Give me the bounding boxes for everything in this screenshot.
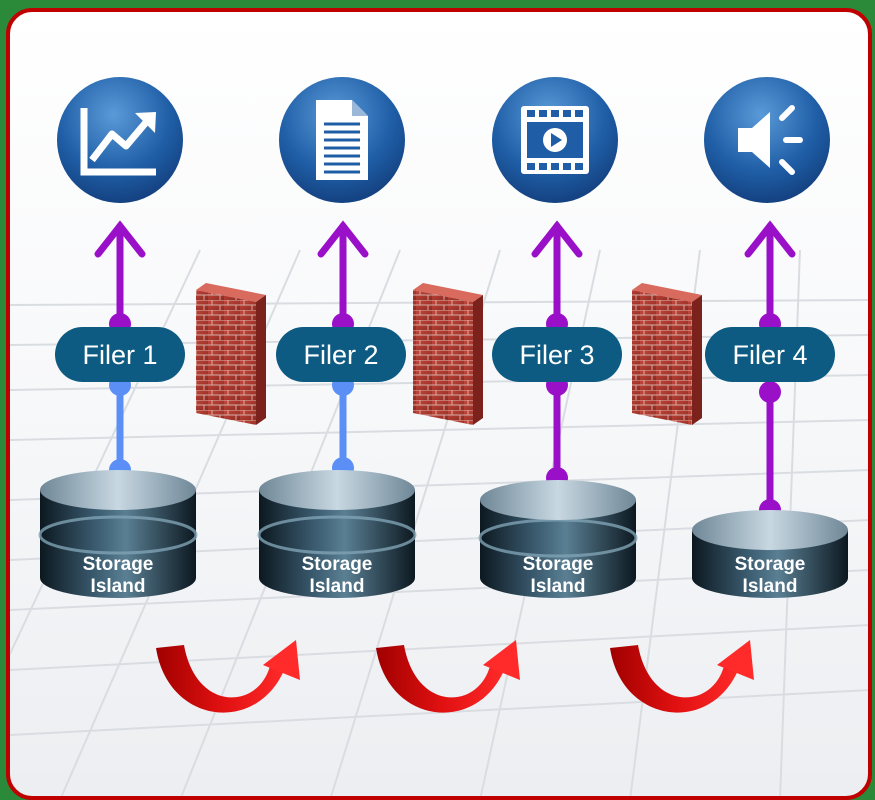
filer-1: Filer 1 <box>55 327 185 382</box>
storage-disk-3: Storage Island <box>478 480 638 598</box>
filer-label: Filer 3 <box>519 340 594 370</box>
storage-links <box>116 381 774 514</box>
storage-label-line2: Island <box>743 576 798 597</box>
firewall-2 <box>413 283 483 425</box>
curved-arrow-3 <box>610 640 754 713</box>
firewall-3 <box>632 283 702 425</box>
chart-trend-icon <box>57 77 183 203</box>
up-arrows <box>94 220 796 326</box>
filer-label: Filer 4 <box>732 340 807 370</box>
filer-3: Filer 3 <box>492 327 622 382</box>
storage-label-line1: Storage <box>83 554 154 575</box>
document-icon <box>279 77 405 203</box>
filer-2: Filer 2 <box>276 327 406 382</box>
filer-4: Filer 4 <box>705 327 835 382</box>
filer-label: Filer 2 <box>303 340 378 370</box>
storage-disk-2: Storage Island <box>257 470 417 598</box>
filer-label: Filer 1 <box>82 340 157 370</box>
storage-label-line2: Island <box>531 576 586 597</box>
storage-disk-1: Storage Island <box>38 470 198 598</box>
speaker-icon <box>704 77 830 203</box>
storage-label-line1: Storage <box>523 554 594 575</box>
frame-border <box>6 8 872 800</box>
storage-disk-4: Storage Island <box>692 510 848 598</box>
storage-label-line2: Island <box>91 576 146 597</box>
video-player-icon <box>492 77 618 203</box>
curved-arrow-2 <box>376 640 520 713</box>
firewall-1 <box>196 283 266 425</box>
curved-arrow-1 <box>156 640 300 713</box>
storage-label-line1: Storage <box>302 554 373 575</box>
storage-label-line2: Island <box>310 576 365 597</box>
storage-label-line1: Storage <box>735 554 806 575</box>
